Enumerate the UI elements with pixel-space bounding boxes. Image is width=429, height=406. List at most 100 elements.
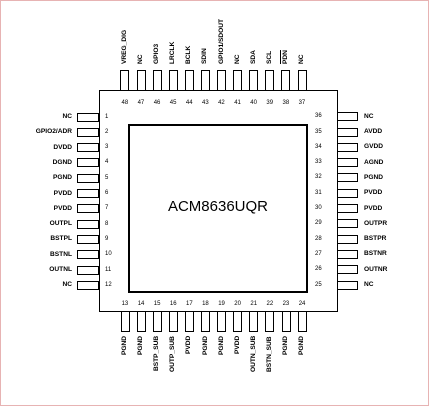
pin-number-9: 9	[105, 235, 109, 242]
pin-label-35: AVDD	[364, 128, 383, 135]
pin-number-4: 4	[105, 159, 109, 166]
pin-number-35: 35	[315, 128, 322, 135]
pin-pad-31	[336, 188, 358, 198]
pin-label-26: OUTNR	[364, 265, 388, 273]
pin-label-38: PDN	[281, 50, 289, 64]
pin-label-3: DVDD	[53, 143, 72, 151]
pin-label-22: BSTN_SUB	[265, 336, 273, 372]
pin-pad-48	[120, 70, 130, 92]
pin-number-14: 14	[137, 301, 145, 307]
pin-label-11: OUTNL	[49, 266, 72, 273]
pin-label-5: PGND	[52, 174, 72, 182]
pin-pad-41	[233, 70, 243, 92]
pin-label-13: PGND	[121, 336, 128, 356]
pin-number-6: 6	[105, 190, 109, 196]
pin-number-45: 45	[169, 100, 177, 106]
pin-pad-45	[168, 70, 178, 92]
pin-pad-40	[249, 70, 259, 92]
pin-number-12: 12	[105, 281, 112, 288]
pin-number-17: 17	[186, 301, 193, 307]
pin-label-10: BSTNL	[50, 250, 72, 258]
pin-label-25: NC	[364, 281, 374, 288]
pin-label-44: BCLK	[185, 45, 193, 64]
pin-label-36: NC	[364, 112, 374, 120]
pin-number-19: 19	[218, 301, 225, 307]
pin-pad-17	[184, 310, 194, 332]
pin-pad-6	[77, 189, 99, 198]
pin-number-16: 16	[169, 301, 177, 307]
pin-number-22: 22	[266, 301, 274, 307]
pin-label-6: PVDD	[53, 189, 72, 197]
pin-label-29: OUTPR	[364, 219, 388, 227]
part-name-label: ACM8636UQR	[167, 198, 269, 215]
pin-pad-16	[168, 310, 178, 332]
pin-number-5: 5	[105, 174, 109, 181]
pin-pad-26	[336, 265, 358, 275]
pin-pad-37	[297, 70, 307, 92]
pin-label-17: PVDD	[185, 336, 193, 355]
pin-number-15: 15	[153, 301, 161, 307]
pin-number-3: 3	[105, 144, 109, 151]
pin-label-21: OUTN_SUB	[249, 336, 257, 373]
pin-pad-12	[77, 280, 99, 290]
pin-label-34: GVDD	[364, 143, 384, 151]
pin-pad-20	[233, 310, 243, 332]
pin-pad-24	[297, 310, 307, 332]
pin-pad-25	[336, 280, 358, 290]
pin-pad-30	[336, 204, 358, 213]
pin-pad-22	[265, 310, 275, 332]
pin-label-45: LRCLK	[169, 41, 177, 64]
pin-pad-14	[136, 310, 146, 332]
pin-pad-43	[200, 70, 210, 92]
pin-number-39: 39	[266, 100, 274, 106]
pin-number-2: 2	[105, 128, 109, 135]
pin-number-7: 7	[105, 205, 109, 212]
pin-label-46: GPIO3	[153, 43, 161, 64]
pin-number-10: 10	[105, 251, 112, 258]
pin-label-16: OUTP_SUB	[169, 336, 177, 372]
pin-number-32: 32	[315, 174, 322, 181]
pin-number-8: 8	[105, 220, 109, 227]
pin-number-47: 47	[137, 100, 145, 106]
pin-number-46: 46	[153, 100, 161, 106]
pin-pad-44	[184, 70, 194, 92]
pin-label-39: SCL	[265, 50, 273, 64]
pin-number-41: 41	[234, 100, 241, 106]
pin-number-33: 33	[315, 159, 322, 166]
pin-pad-10	[77, 250, 99, 260]
pin-pad-21	[249, 310, 259, 332]
pin-label-20: PVDD	[233, 336, 241, 355]
pin-label-9: BSTPL	[50, 235, 72, 243]
pin-label-15: BSTP_SUB	[153, 336, 161, 372]
pin-pad-34	[336, 142, 358, 152]
pin-label-33: AGND	[364, 158, 384, 166]
pin-pad-36	[336, 112, 358, 122]
pin-label-47: NC	[137, 54, 144, 64]
pin-number-31: 31	[315, 189, 322, 196]
pin-label-30: PVDD	[364, 204, 383, 212]
pin-pad-7	[77, 204, 99, 214]
pin-number-43: 43	[202, 100, 209, 106]
pin-number-38: 38	[282, 100, 290, 106]
pin-number-24: 24	[298, 301, 306, 307]
pin-label-18: PGND	[201, 336, 209, 356]
pin-number-36: 36	[315, 113, 322, 120]
pin-label-8: OUTPL	[49, 220, 72, 228]
pin-number-20: 20	[234, 301, 241, 307]
pin-number-26: 26	[315, 266, 322, 273]
pin-pad-18	[201, 310, 210, 332]
pin-label-1: NC	[62, 113, 72, 120]
pin-pad-4	[77, 158, 99, 168]
pin-pad-8	[77, 219, 99, 229]
pin-pad-28	[336, 234, 358, 244]
pin-label-40: SDA	[249, 50, 257, 64]
pin-label-12: NC	[62, 281, 72, 289]
pin-label-37: NC	[298, 54, 305, 64]
pin-pad-32	[336, 173, 358, 183]
pin-pad-19	[217, 310, 227, 332]
pin-label-42: GPIO1/SDOUT	[217, 18, 225, 64]
pin-label-7: PVDD	[53, 204, 72, 212]
pin-label-31: PVDD	[364, 189, 383, 197]
pin-pad-11	[77, 265, 99, 275]
pin-pad-13	[120, 310, 130, 332]
